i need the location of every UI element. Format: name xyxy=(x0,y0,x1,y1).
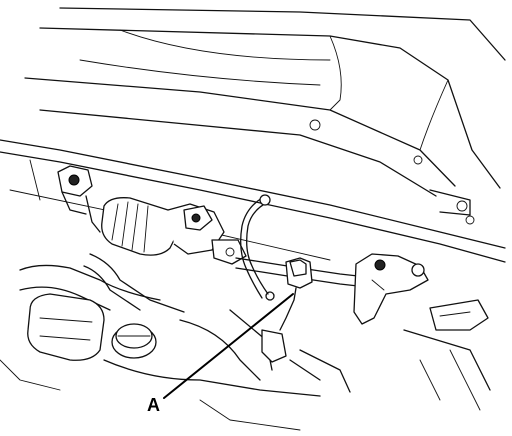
wire-harness xyxy=(240,194,271,299)
connector-a xyxy=(279,257,313,331)
hood-panel xyxy=(24,7,506,225)
wiper-pivot-left xyxy=(57,165,101,233)
lower-engine-bay xyxy=(0,253,351,431)
wiper-pivot-right xyxy=(353,253,429,325)
callout-a-leader xyxy=(163,293,294,399)
right-bracket xyxy=(403,299,491,411)
wiper-motor xyxy=(101,197,247,265)
callout-label-a: A xyxy=(147,395,160,415)
cowl-panel xyxy=(0,139,506,263)
